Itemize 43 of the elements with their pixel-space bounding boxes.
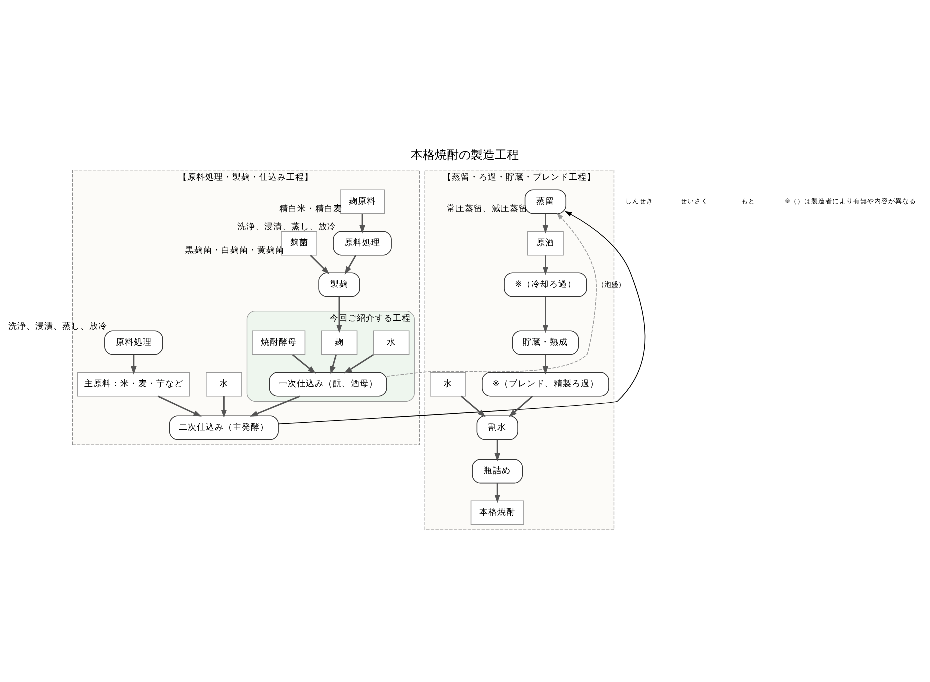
node-box: 貯蔵・熟成 bbox=[512, 330, 580, 356]
arrow bbox=[494, 484, 500, 504]
node-box: 割水 bbox=[476, 416, 518, 440]
node-box: 本格焼酎 bbox=[470, 500, 524, 526]
node-box: 主原料：米・麦・芋など bbox=[78, 372, 190, 397]
node-box: 原酒 bbox=[528, 231, 564, 256]
node-box: 水 bbox=[206, 372, 242, 397]
arrow bbox=[508, 396, 534, 418]
node-box: 原料処理 bbox=[333, 231, 392, 256]
arrow bbox=[250, 396, 301, 417]
node-label: 精白米・精白麦 bbox=[279, 204, 342, 214]
node-label: 洗浄、浸漬、蒸し、放冷 bbox=[8, 322, 108, 332]
arrow bbox=[494, 440, 500, 462]
arrow bbox=[278, 211, 646, 425]
arrow bbox=[158, 396, 202, 417]
arrow bbox=[360, 214, 366, 234]
node-box: 製麹 bbox=[318, 272, 360, 298]
node-box: 水 bbox=[430, 372, 466, 397]
node-box: 水 bbox=[373, 330, 410, 356]
arrow bbox=[542, 214, 549, 234]
node-box: 二次仕込み（主発酵） bbox=[169, 416, 279, 440]
arrow bbox=[542, 256, 549, 276]
arrow bbox=[542, 297, 549, 334]
arrow bbox=[330, 354, 337, 375]
node-box: 焼酎酵母 bbox=[252, 330, 306, 356]
node-box: ※（冷却ろ過） bbox=[504, 272, 588, 298]
arrow bbox=[131, 355, 137, 375]
arrow bbox=[310, 255, 330, 275]
arrow bbox=[344, 255, 357, 275]
arrow bbox=[542, 355, 549, 375]
arrow bbox=[460, 396, 486, 418]
arrow bbox=[292, 354, 316, 374]
node-box: 麹 bbox=[321, 330, 358, 356]
arrow bbox=[221, 396, 228, 418]
arrow bbox=[344, 354, 374, 374]
arrow bbox=[386, 213, 597, 378]
node-label: 洗浄、浸漬、蒸し、放冷 bbox=[237, 222, 336, 232]
arrow bbox=[336, 297, 342, 334]
node-box: 一次仕込み（酛、酒母） bbox=[269, 372, 388, 397]
node-box: 瓶詰め bbox=[472, 459, 524, 484]
diagram-title: 本格焼酎の製造工程 bbox=[411, 148, 519, 162]
node-box: ※（ブレンド、精製ろ過） bbox=[482, 372, 610, 397]
node-box: 原料処理 bbox=[104, 330, 164, 356]
